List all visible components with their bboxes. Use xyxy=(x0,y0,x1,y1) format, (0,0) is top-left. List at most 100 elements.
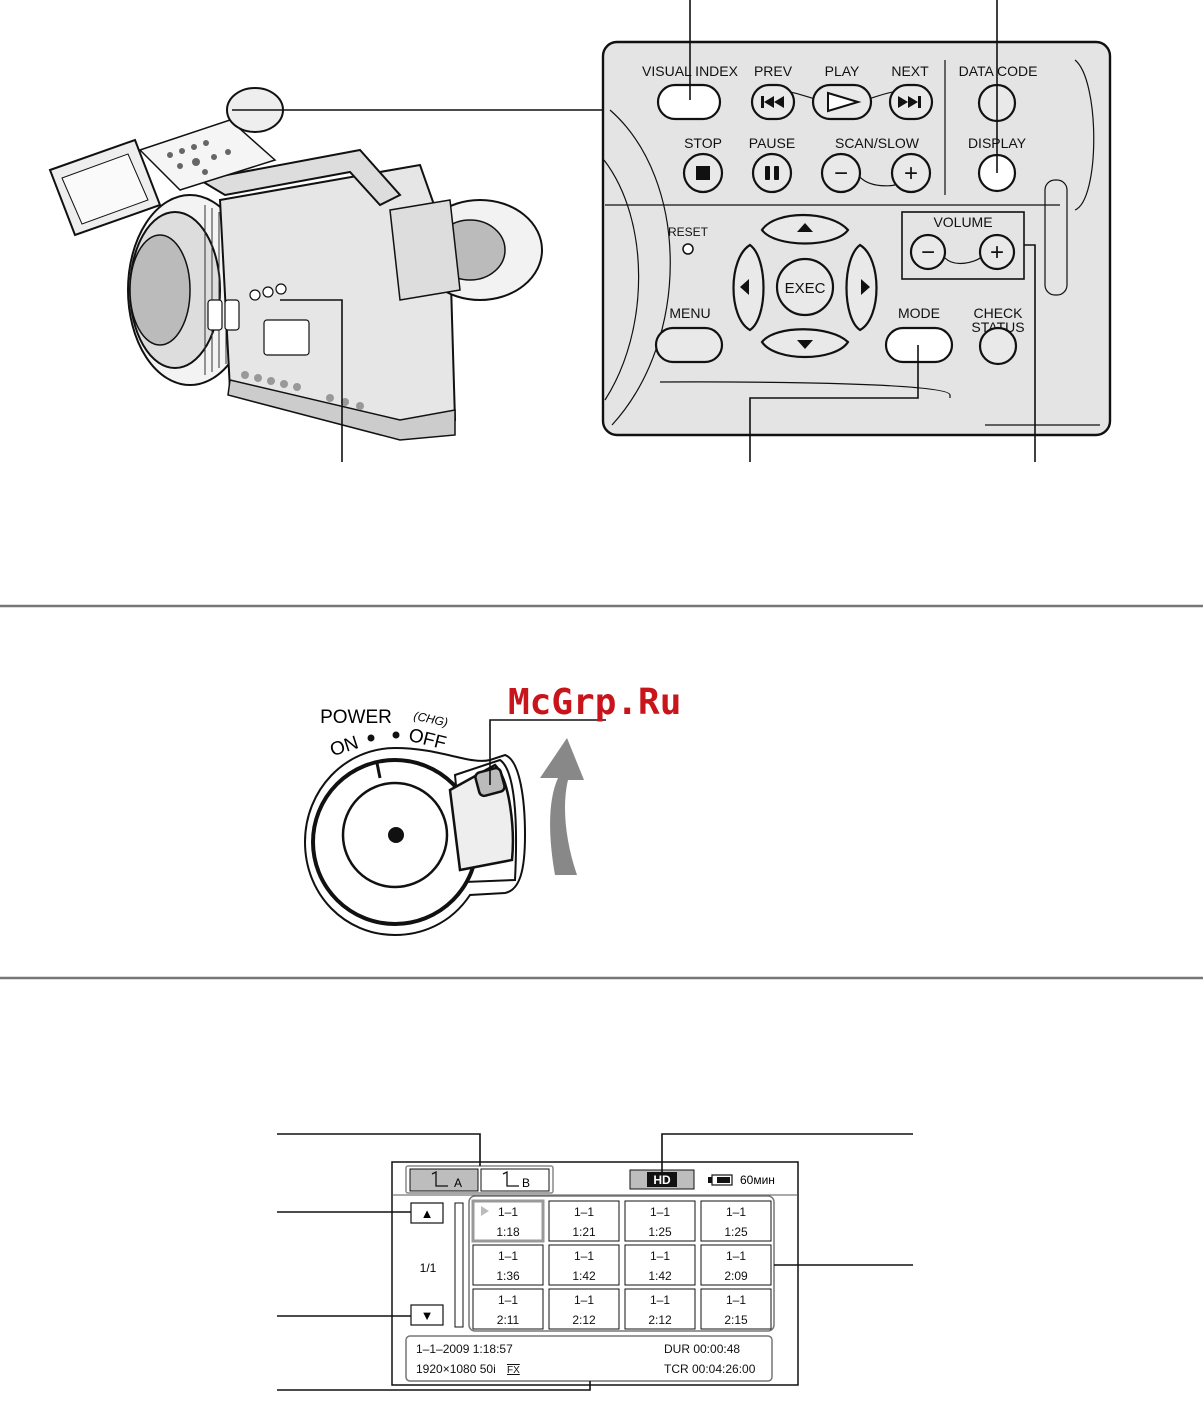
stop-label: STOP xyxy=(684,135,722,151)
right-arrow-icon xyxy=(861,279,870,295)
up-arrow-icon xyxy=(797,223,813,232)
page-up-button[interactable] xyxy=(410,1202,444,1224)
thumbnail-frame xyxy=(700,1200,772,1242)
thumbnail-frame-selected xyxy=(471,1199,545,1243)
thumbnail-time: 2:15 xyxy=(724,1313,748,1327)
menu-label: MENU xyxy=(669,305,710,321)
switch-center-icon xyxy=(388,827,404,843)
page-down-button[interactable] xyxy=(410,1304,444,1326)
thumbnail-cell[interactable]: 1–1 1:36 xyxy=(472,1244,544,1286)
volume-plus-button[interactable] xyxy=(978,233,1016,271)
play-label: PLAY xyxy=(825,63,860,79)
thumbnail-scene: 1–1 xyxy=(574,1293,594,1307)
thumbnail-time: 1:42 xyxy=(572,1269,596,1283)
plus-icon: + xyxy=(904,160,918,187)
thumbnail-scene: 1–1 xyxy=(574,1249,594,1263)
thumbnail-cell[interactable]: 1–1 1:25 xyxy=(700,1200,772,1242)
index-screen: A B HD 60мин ▲ 1/1 ▼ 1–11:181–11:211–11:… xyxy=(277,1133,913,1391)
info-resolution: 1920×1080 50i xyxy=(416,1362,496,1376)
thumbnail-time: 2:12 xyxy=(648,1313,672,1327)
thumbnail-scene: 1–1 xyxy=(650,1293,670,1307)
tab-slot-b[interactable] xyxy=(480,1168,550,1192)
play-icon xyxy=(827,91,862,113)
mode-button[interactable] xyxy=(884,326,954,364)
thumbnail-cell[interactable]: 1–11:18 xyxy=(471,1199,545,1243)
thumbnail-cell[interactable]: 1–1 1:42 xyxy=(548,1244,620,1286)
reset-button[interactable] xyxy=(682,243,694,255)
stop-icon xyxy=(696,166,710,180)
camcorder-illustration xyxy=(48,87,605,462)
thumbnail-cell[interactable]: 1–11:42 xyxy=(624,1244,696,1286)
exec-button[interactable] xyxy=(775,257,835,317)
info-date: 1–1–2009 1:18:57 xyxy=(416,1342,513,1356)
battery-icon xyxy=(708,1174,733,1186)
memory-card-icon xyxy=(431,1170,448,1187)
dpad: EXEC xyxy=(732,214,878,358)
thumbnail-cell[interactable]: 1–1 2:12 xyxy=(548,1288,620,1330)
prev-label: PREV xyxy=(754,63,793,79)
thumbnail-cell[interactable]: 1–1 2:11 xyxy=(472,1288,544,1330)
scan-slow-minus-button[interactable] xyxy=(820,152,862,194)
thumbnail-time: 1:18 xyxy=(496,1225,520,1239)
page-indicator: 1/1 xyxy=(420,1261,437,1275)
thumbnail-scene: 1–1 xyxy=(574,1205,594,1219)
up-arrow-icon: ▲ xyxy=(421,1206,434,1221)
scan-slow-label: SCAN/SLOW xyxy=(835,135,920,151)
menu-button[interactable] xyxy=(654,326,724,364)
thumbnail-frame xyxy=(624,1200,696,1242)
status-check-button[interactable] xyxy=(978,326,1018,366)
scrollbar[interactable] xyxy=(454,1202,464,1328)
power-switch: POWER (CHG) ON OFF xyxy=(303,707,606,937)
thumbnail-cell[interactable]: 1–1 2:15 xyxy=(700,1288,772,1330)
thumbnail-frame xyxy=(472,1288,544,1330)
power-label: POWER xyxy=(320,707,392,728)
pause-button[interactable] xyxy=(751,152,793,194)
next-label: NEXT xyxy=(891,63,929,79)
info-fx-badge: FX xyxy=(507,1365,520,1376)
thumbnail-time: 1:25 xyxy=(648,1225,672,1239)
thumbnail-scene: 1–1 xyxy=(726,1293,746,1307)
thumbnail-time: 1:21 xyxy=(572,1225,596,1239)
rotate-arrow-icon xyxy=(540,738,584,875)
thumbnail-scene: 1–1 xyxy=(726,1205,746,1219)
next-icon xyxy=(898,96,921,108)
on-dot-icon xyxy=(367,734,375,742)
hd-badge-icon xyxy=(647,1172,677,1187)
volume-minus-icon: − xyxy=(921,239,935,266)
volume-plus-icon: + xyxy=(990,239,1004,266)
thumbnail-scene: 1–1 xyxy=(650,1205,670,1219)
visual-index-button[interactable] xyxy=(656,83,722,121)
tab-slot-a-label: A xyxy=(454,1176,462,1190)
thumbnail-scene: 1–1 xyxy=(498,1249,518,1263)
thumbnail-time: 1:36 xyxy=(496,1269,520,1283)
thumbnail-time: 2:11 xyxy=(497,1313,520,1327)
play-marker-icon xyxy=(481,1206,489,1216)
mode-label: MODE xyxy=(898,305,940,321)
thumbnail-cell[interactable]: 1–1 1:25 xyxy=(624,1200,696,1242)
info-duration: DUR 00:00:48 xyxy=(664,1342,740,1356)
thumbnail-time: 1:25 xyxy=(724,1225,748,1239)
thumbnail-scene: 1–1 xyxy=(498,1293,518,1307)
thumbnail-cell[interactable]: 1–12:09 xyxy=(700,1244,772,1286)
memory-card-icon xyxy=(502,1170,519,1187)
thumbnail-frame xyxy=(548,1288,620,1330)
thumbnail-frame xyxy=(548,1244,620,1286)
data-code-label: DATA CODE xyxy=(959,63,1038,79)
thumbnail-frame xyxy=(624,1244,696,1286)
thumbnail-frame xyxy=(700,1244,772,1286)
hd-badge-label: HD xyxy=(653,1173,671,1187)
volume-minus-button[interactable] xyxy=(909,233,947,271)
pause-label: PAUSE xyxy=(749,135,795,151)
scan-slow-plus-button[interactable] xyxy=(890,152,932,194)
tab-slot-a[interactable] xyxy=(409,1168,479,1192)
thumbnail-time: 2:12 xyxy=(572,1313,596,1327)
prev-icon xyxy=(761,96,784,108)
reset-label: RESET xyxy=(668,225,709,239)
info-timecode: TCR 00:04:26:00 xyxy=(664,1362,756,1376)
thumbnail-grid: 1–11:181–11:211–11:251–11:251–11:361–11:… xyxy=(471,1199,772,1330)
thumbnail-cell[interactable]: 1–1 1:21 xyxy=(548,1200,620,1242)
thumbnail-time: 1:42 xyxy=(648,1269,672,1283)
thumbnail-cell[interactable]: 1–1 2:12 xyxy=(624,1288,696,1330)
thumbnail-frame xyxy=(700,1288,772,1330)
left-arrow-icon xyxy=(740,279,749,295)
